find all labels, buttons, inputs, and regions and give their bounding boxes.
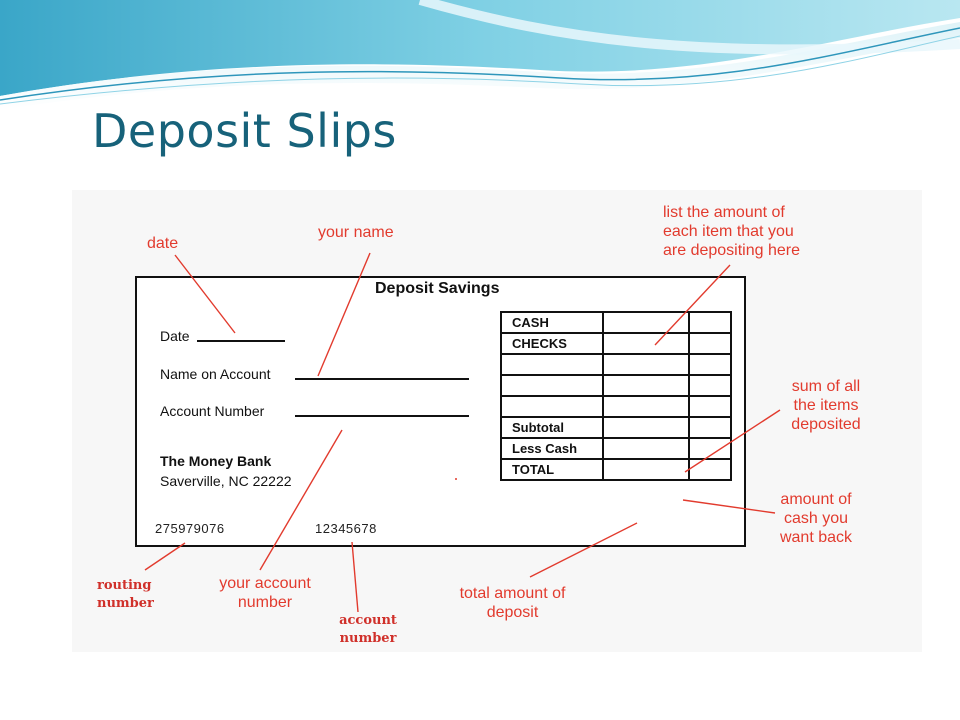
grid-amount-cell[interactable] xyxy=(602,353,690,376)
grid-row xyxy=(500,395,732,418)
grid-row-label: Less Cash xyxy=(500,437,604,460)
grid-row-label: CHECKS xyxy=(500,332,604,355)
callout-date: date xyxy=(147,235,179,252)
grid-cents-cell[interactable] xyxy=(688,353,732,376)
grid-cents-cell[interactable] xyxy=(688,311,732,334)
name-on-account-label: Name on Account xyxy=(160,366,271,382)
grid-cents-cell[interactable] xyxy=(688,395,732,418)
callout-account-number: account number xyxy=(339,613,397,646)
header-wave-decoration xyxy=(0,0,960,110)
stray-dot xyxy=(455,478,457,480)
grid-row xyxy=(500,374,732,397)
grid-amount-cell[interactable] xyxy=(602,332,690,355)
callout-your-account-number: your account number xyxy=(219,575,311,611)
callout-list-amount: list the amount of each item that you ar… xyxy=(663,204,800,259)
date-line[interactable] xyxy=(197,340,285,342)
grid-cents-cell[interactable] xyxy=(688,416,732,439)
slide-title: Deposit Slips xyxy=(92,104,397,158)
routing-number-print: 275979076 xyxy=(155,521,225,536)
grid-amount-cell[interactable] xyxy=(602,311,690,334)
callout-cash-back: amount of cash you want back xyxy=(779,491,853,546)
grid-row-label: Subtotal xyxy=(500,416,604,439)
grid-row-label xyxy=(500,353,604,376)
grid-cents-cell[interactable] xyxy=(688,437,732,460)
grid-row xyxy=(500,353,732,376)
slip-title: Deposit Savings xyxy=(375,280,500,297)
account-number-print: 12345678 xyxy=(315,521,377,536)
account-number-line[interactable] xyxy=(295,415,469,417)
grid-row: CASH xyxy=(500,311,732,334)
grid-row: Less Cash xyxy=(500,437,732,460)
bank-address: Saverville, NC 22222 xyxy=(160,473,292,489)
grid-row: Subtotal xyxy=(500,416,732,439)
bank-name: The Money Bank xyxy=(160,453,272,469)
grid-row: CHECKS xyxy=(500,332,732,355)
account-number-label: Account Number xyxy=(160,403,265,419)
grid-amount-cell[interactable] xyxy=(602,437,690,460)
grid-row-label xyxy=(500,374,604,397)
date-label: Date xyxy=(160,328,190,344)
grid-row-label xyxy=(500,395,604,418)
callout-routing-number: routing number xyxy=(97,578,154,611)
grid-amount-cell[interactable] xyxy=(602,395,690,418)
grid-cents-cell[interactable] xyxy=(688,332,732,355)
grid-row-label: CASH xyxy=(500,311,604,334)
grid-cents-cell[interactable] xyxy=(688,374,732,397)
callout-total-deposit: total amount of deposit xyxy=(459,585,566,621)
grid-amount-cell[interactable] xyxy=(602,416,690,439)
name-on-account-line[interactable] xyxy=(295,378,469,380)
callout-your-name: your name xyxy=(318,224,394,241)
grid-amount-cell[interactable] xyxy=(602,374,690,397)
grid-row-label: TOTAL xyxy=(500,458,604,481)
grid-row: TOTAL xyxy=(500,458,732,481)
grid-cents-cell[interactable] xyxy=(688,458,732,481)
callout-sum-items: sum of all the items deposited xyxy=(791,378,861,433)
grid-amount-cell[interactable] xyxy=(602,458,690,481)
